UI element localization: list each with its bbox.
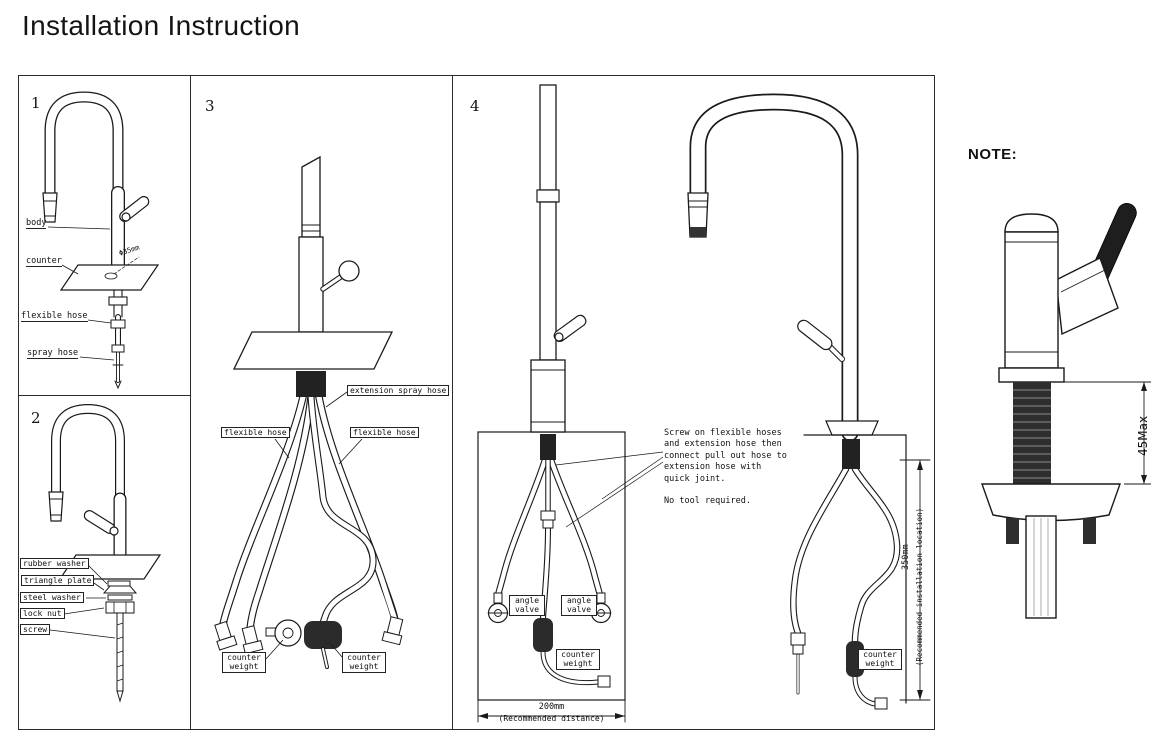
counter-weight-shell [274, 619, 302, 647]
label-counter-weight-p4-right: counter weight [858, 649, 902, 670]
lock-nut-part [105, 601, 135, 614]
left-fig-shank [540, 434, 556, 460]
note-mount-bolt-right [1083, 518, 1096, 544]
panel3-drawing [214, 155, 404, 669]
dim-350mm: 350mm [901, 544, 911, 570]
diagram-frame [18, 75, 935, 730]
dim-200mm-note: (Recommended distance) [498, 714, 605, 723]
faucet-3-hoses [219, 393, 399, 645]
note-faucet-base-plate [981, 483, 1121, 522]
label-body: body [26, 218, 47, 230]
note-faucet-body [1004, 231, 1059, 369]
panel4-drawing [477, 84, 931, 723]
rubber-washer-part [107, 580, 131, 587]
dim-45max: 45Max [1136, 415, 1150, 456]
panel3-number: 3 [205, 97, 215, 115]
right-fig-hoses [790, 465, 901, 707]
faucet-2-sprayer [48, 491, 64, 522]
left-fig-hoses [494, 456, 604, 686]
hose-fittings [214, 616, 404, 655]
note-faucet-handle-housing [1055, 257, 1119, 336]
label-spray-hose: spray hose [27, 348, 79, 360]
label-counter-weight-p4-left: counter weight [556, 649, 600, 670]
faucet-3-counter-plate [232, 331, 394, 370]
divider-2 [452, 75, 453, 730]
counter-weight-left-fig [533, 618, 553, 652]
label-flexible-hose-p1: flexible hose [21, 311, 88, 323]
page-title: Installation Instruction [22, 10, 301, 41]
panel1-leader-lines [47, 226, 115, 361]
faucet-1 [42, 91, 160, 390]
angle-valve-left-part [487, 592, 509, 624]
note-faucet [981, 203, 1137, 619]
panel2-drawing [48, 403, 162, 703]
note-faucet-cap [1004, 213, 1059, 233]
label-rubber-washer: rubber washer [20, 558, 89, 570]
label-triangle-plate: triangle plate [21, 575, 95, 587]
faucet-3 [214, 155, 404, 669]
label-flexible-hose-left: flexible hose [221, 427, 290, 439]
label-steel-washer: steel washer [20, 592, 84, 604]
panel4-right-figure [687, 93, 931, 710]
dim-350mm-note: (Recommended installation location) [915, 507, 924, 666]
left-fig-base-cylinder [530, 359, 566, 433]
note-faucet-threads [1013, 382, 1051, 484]
label-angle-valve-right: angle valve [561, 595, 597, 616]
panel1-number: 1 [31, 94, 41, 112]
note-drawing [981, 203, 1151, 619]
steel-washer-part [107, 594, 133, 601]
faucet-1-counter-plate [59, 264, 160, 291]
dim-200mm: 200mm [538, 702, 565, 712]
note-mount-bolt-left [1006, 518, 1019, 544]
hole-dim-leader [113, 256, 140, 275]
note-heading: NOTE: [968, 146, 1018, 163]
quick-joint-fitting [540, 510, 556, 521]
panel1-drawing [42, 91, 160, 390]
panel2-number: 2 [31, 409, 41, 427]
panel3-leader-lines [265, 391, 363, 660]
label-angle-valve-left: angle valve [509, 595, 545, 616]
triangle-plate-part [102, 585, 138, 594]
faucet-3-body [298, 236, 324, 333]
label-counter-weight-p3-mid: counter weight [342, 652, 386, 673]
right-fig-handle [797, 319, 833, 351]
instruction-leader-lines [555, 451, 664, 528]
dim-200mm-lines [477, 699, 626, 723]
divider-1 [190, 75, 191, 730]
dim-350mm-lines [899, 459, 931, 701]
faucet-3-handle [338, 260, 360, 282]
sprayer-tip [690, 227, 706, 237]
panel4-left-figure [477, 84, 626, 723]
faucet-3-shank [296, 371, 326, 397]
left-fig-body [539, 201, 557, 361]
cabinet-box [477, 431, 626, 701]
label-counter: counter [26, 256, 62, 268]
right-fig-flange [825, 420, 879, 436]
label-counter-weight-p3-left: counter weight [222, 652, 266, 673]
counter-weight-dark [304, 621, 342, 649]
note-faucet-collar [998, 367, 1065, 383]
left-fig-wand [539, 84, 557, 191]
panel2-leader-lines [49, 564, 116, 639]
label-flexible-hose-right: flexible hose [350, 427, 419, 439]
label-screw: screw [20, 624, 51, 636]
faucet-1-sprayer [42, 192, 58, 223]
divider-3 [18, 395, 190, 396]
label-lock-nut: lock nut [20, 608, 65, 620]
right-fig-shank [842, 439, 860, 469]
panel4-number: 4 [470, 97, 480, 115]
instruction-text: Screw on flexible hoses and extension ho… [664, 428, 787, 484]
label-extension-spray-hose: extension spray hose [347, 385, 450, 397]
dim-45max-lines [1062, 381, 1151, 485]
no-tool-text: No tool required. [664, 496, 751, 506]
faucet-2 [48, 403, 162, 703]
faucet-1-lock-nut [108, 296, 128, 306]
